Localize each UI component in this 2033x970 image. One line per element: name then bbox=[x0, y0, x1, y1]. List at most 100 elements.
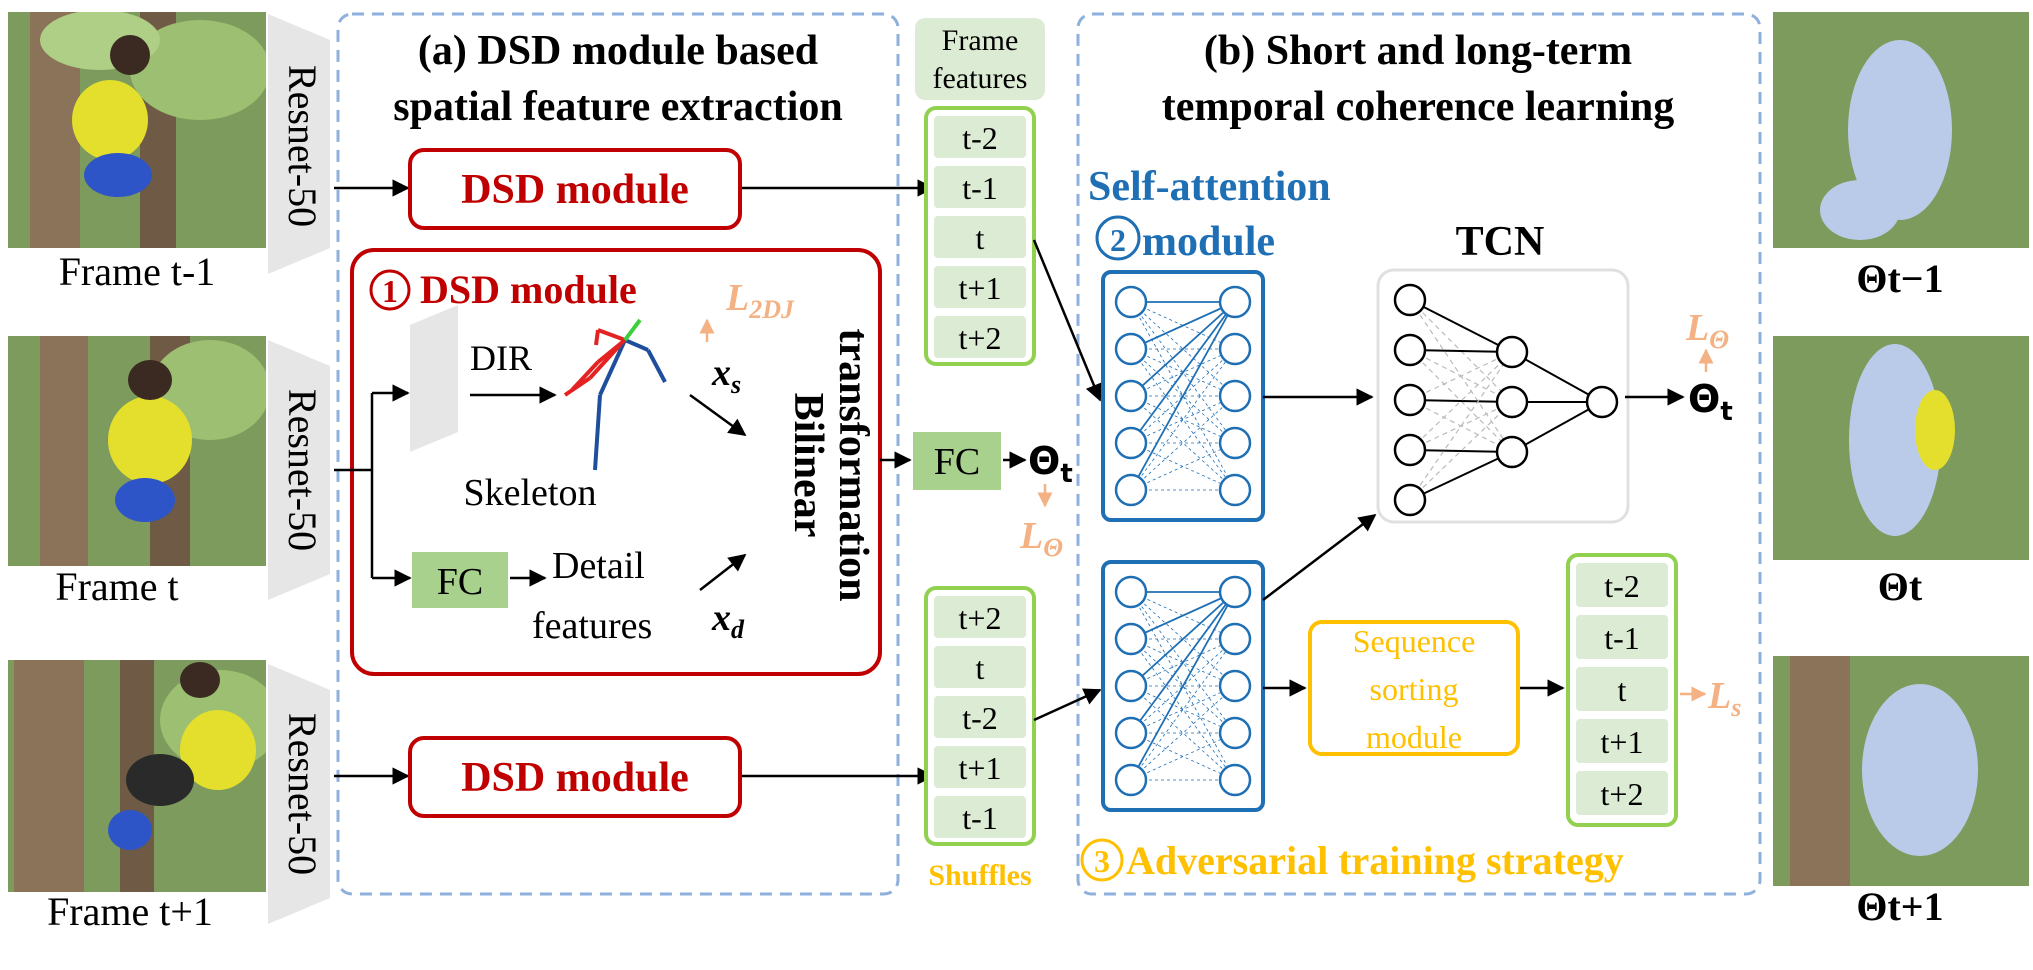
feature-cell bbox=[1576, 615, 1668, 659]
output-node bbox=[1218, 473, 1252, 507]
tcn-node bbox=[1393, 283, 1427, 317]
attention-edge bbox=[1130, 591, 1236, 640]
output-node bbox=[1218, 285, 1252, 319]
panel-b-title-line1: (b) Short and long-term bbox=[1204, 28, 1632, 74]
attention-edge bbox=[1130, 591, 1236, 781]
tcn-node bbox=[1495, 385, 1529, 419]
self-attention-label-line1: Self-attention bbox=[1088, 164, 1331, 210]
mesh-body bbox=[1862, 684, 1978, 856]
tcn-network bbox=[1393, 283, 1619, 517]
feature-cell-label: t bbox=[976, 650, 985, 686]
frame-features-header bbox=[915, 18, 1045, 100]
frame-features-line1: Frame bbox=[942, 24, 1019, 57]
attention-edge bbox=[1130, 348, 1236, 444]
attention-edge bbox=[1130, 301, 1236, 444]
backbone-3: Resnet-50 bbox=[268, 664, 330, 924]
attention-edge bbox=[1130, 395, 1236, 491]
feature-cell-label: t+1 bbox=[1601, 724, 1644, 760]
backbone-label: Resnet-50 bbox=[280, 713, 325, 875]
attention-edge bbox=[1130, 685, 1236, 781]
feature-cell-label: t-1 bbox=[1604, 620, 1640, 656]
attention-edge bbox=[1130, 348, 1236, 397]
detail-features-line1: Detail bbox=[552, 545, 645, 587]
feature-cell-label: t bbox=[1618, 672, 1627, 708]
attention-edge bbox=[1130, 591, 1236, 734]
backbone-1: Resnet-50 bbox=[268, 14, 330, 274]
output-label: Θt bbox=[1878, 564, 1923, 609]
feature-cell bbox=[934, 596, 1026, 638]
tcn-edge bbox=[1409, 349, 1513, 353]
attention-edge bbox=[1130, 638, 1236, 781]
arrow bbox=[1033, 688, 1102, 722]
feature-cell bbox=[934, 116, 1026, 158]
output-node bbox=[1218, 332, 1252, 366]
feature-cell bbox=[1576, 719, 1668, 763]
skeleton-label: Skeleton bbox=[464, 472, 597, 514]
attention-edge bbox=[1130, 301, 1236, 350]
tcn-edge bbox=[1409, 299, 1513, 353]
feature-cell bbox=[934, 216, 1026, 258]
adversarial-label: Adversarial training strategy bbox=[1126, 838, 1624, 883]
backbone-2: Resnet-50 bbox=[268, 340, 330, 600]
tcn-node bbox=[1393, 433, 1427, 467]
attention-edge bbox=[1130, 638, 1236, 734]
tcn-node bbox=[1393, 383, 1427, 417]
feature-cell-label: t-2 bbox=[962, 120, 998, 156]
input-frame-t-minus-1: Frame t-1 bbox=[8, 12, 266, 294]
input-node bbox=[1114, 716, 1148, 750]
input-frame-t-plus-1: Frame t+1 bbox=[8, 660, 266, 934]
backbone-shape bbox=[268, 664, 330, 924]
input-node bbox=[1114, 473, 1148, 507]
sorted-features-list: t-2t-1tt+1t+2 bbox=[1576, 563, 1668, 815]
output-node bbox=[1218, 426, 1252, 460]
feature-cell-label: t+2 bbox=[959, 320, 1002, 356]
feature-cell bbox=[934, 696, 1026, 738]
fc-block-label: FC bbox=[934, 441, 980, 483]
detail-features-line2: features bbox=[532, 605, 652, 647]
attention-edge bbox=[1130, 395, 1236, 444]
input-node bbox=[1114, 575, 1148, 609]
dsd-module-bottom-label: DSD module bbox=[461, 755, 689, 801]
output-frame-t-minus-1: Θt−1 bbox=[1773, 12, 2029, 301]
fc-block-inner bbox=[412, 552, 508, 608]
feature-cell bbox=[934, 646, 1026, 688]
sorting-line3: module bbox=[1366, 719, 1462, 755]
feature-cell bbox=[1576, 667, 1668, 711]
output-frame-t-plus-1: Θt+1 bbox=[1773, 656, 2029, 929]
frame-label: Frame t+1 bbox=[47, 889, 213, 934]
output-node bbox=[1218, 575, 1252, 609]
attention-edge bbox=[1130, 591, 1236, 640]
self-attention-network-top bbox=[1114, 285, 1252, 507]
tcn-node bbox=[1495, 435, 1529, 469]
attention-edge bbox=[1130, 348, 1236, 491]
input-node bbox=[1114, 669, 1148, 703]
step-1-number: 1 bbox=[382, 273, 398, 309]
fc-label: FC bbox=[437, 561, 483, 603]
tcn-edge bbox=[1511, 351, 1603, 403]
frame-features-line2: features bbox=[933, 62, 1028, 95]
panel-a-title-line2: spatial feature extraction bbox=[393, 84, 842, 130]
feature-cell-label: t-2 bbox=[1604, 568, 1640, 604]
attention-edge bbox=[1130, 442, 1236, 491]
panel-b-border bbox=[1076, 12, 1762, 896]
panel-a-title-line1: (a) DSD module based bbox=[418, 28, 818, 74]
feature-cell-label: t bbox=[976, 220, 985, 256]
dsd-module-top bbox=[408, 148, 742, 230]
attention-edge bbox=[1130, 348, 1236, 491]
dsd-detail-title: DSD module bbox=[420, 267, 637, 312]
input-node bbox=[1114, 285, 1148, 319]
attention-edge bbox=[1130, 301, 1236, 350]
attention-edge bbox=[1130, 638, 1236, 781]
output-label: Θt−1 bbox=[1856, 256, 1943, 301]
tcn-edge bbox=[1409, 449, 1513, 453]
feature-cell-label: t+1 bbox=[959, 270, 1002, 306]
feature-cell bbox=[1576, 563, 1668, 607]
attention-edge bbox=[1130, 348, 1236, 444]
feature-cell bbox=[934, 266, 1026, 308]
sorting-line1: Sequence bbox=[1353, 623, 1476, 659]
mesh-body bbox=[1849, 344, 1941, 536]
feature-cell-label: t-1 bbox=[962, 170, 998, 206]
backbone-label: Resnet-50 bbox=[280, 389, 325, 551]
backbone-label: Resnet-50 bbox=[280, 65, 325, 227]
feature-cell-label: t+1 bbox=[959, 750, 1002, 786]
